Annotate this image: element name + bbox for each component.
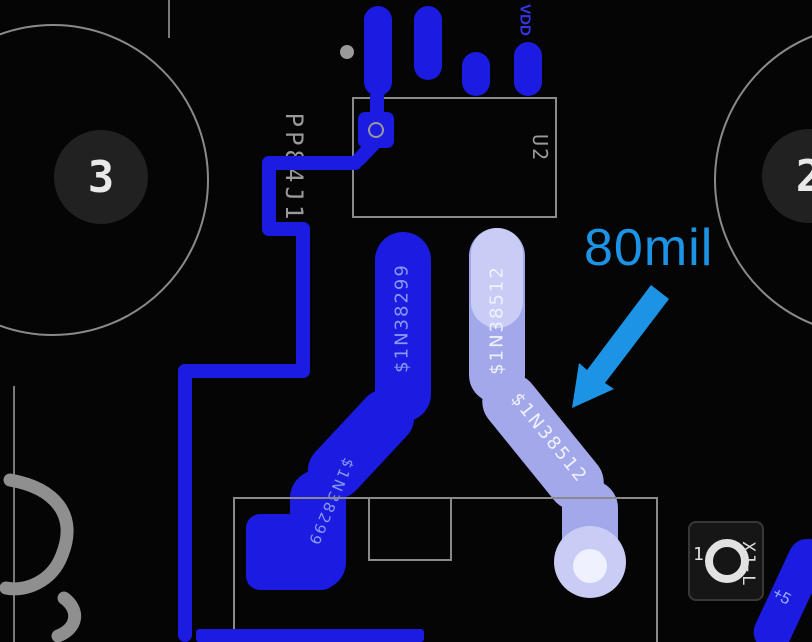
top-pad-stub-3[interactable] [462,52,490,96]
silkscreen-line-top [168,0,170,38]
thin-trace-seg[interactable] [296,222,310,378]
highlighted-top-pad[interactable] [471,228,523,328]
pad-2-number: 2 [795,150,812,202]
fiducial-dot [340,45,354,59]
highlighted-net-name-1: $1N38512 [486,265,508,375]
vdd-net-label: VDD [516,4,534,36]
thin-trace-seg[interactable] [370,90,384,120]
blue-component-pad[interactable] [246,514,336,590]
thin-trace-seg[interactable] [178,364,310,378]
thin-trace-seg[interactable] [262,156,276,236]
pad-3-number: 3 [87,151,115,203]
ic-refdes: U2 [528,133,552,163]
highlighted-pad-hole [573,549,607,583]
thin-trace-seg[interactable] [262,156,362,170]
bottom-edge-trace[interactable] [196,629,424,642]
trace-width-annotation: 80mil [584,219,714,277]
top-pad-stub-4[interactable] [514,42,542,96]
connector-pad-ring[interactable] [705,539,749,583]
top-pad-stub-2[interactable] [414,6,442,80]
ic-pad-1-hole [368,122,384,138]
bottom-component-inner-outline [368,497,452,561]
thin-trace-seg[interactable] [178,364,192,642]
connector-refdes: XJ-L [738,541,758,587]
pad-3[interactable]: 3 [54,130,148,224]
blue-net-name-1: $1N38299 [391,263,413,373]
connector-pin-number: 1 [693,544,704,565]
top-pad-stub-1[interactable] [364,6,392,96]
silkscreen-graphic [0,473,81,642]
silkscreen-line-left [13,386,15,642]
